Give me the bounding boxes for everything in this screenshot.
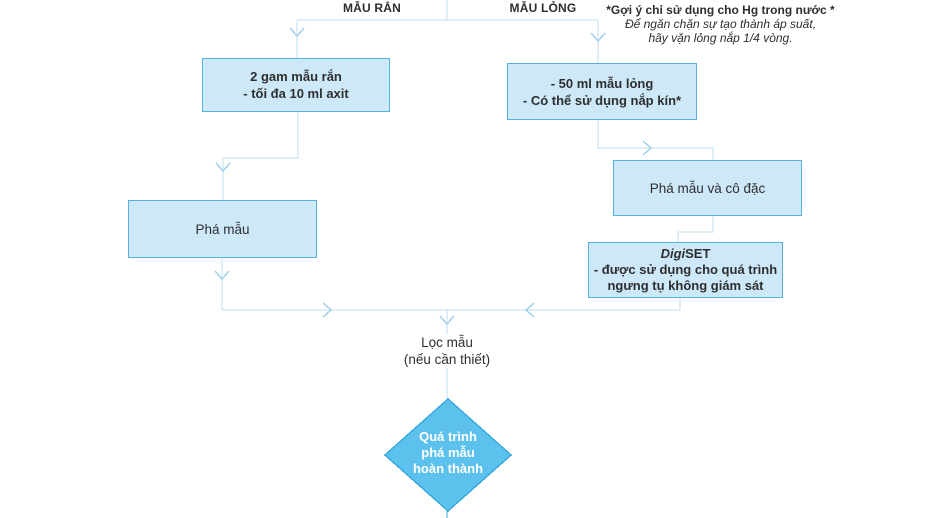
completion-diamond-label: Quá trình phá mẫu hoàn thành: [380, 429, 516, 477]
note-line-1: *Gợi ý chỉ sử dụng cho Hg trong nước *: [606, 3, 835, 17]
node-liquid-sample-line2: - Có thể sử dụng nắp kín*: [522, 92, 682, 108]
arrowhead-down-icon: [289, 27, 305, 38]
completion-line2: phá mẫu: [421, 445, 475, 460]
node-digiset-line2: - được sử dụng cho quá trình: [593, 262, 778, 277]
hg-usage-note: *Gợi ý chỉ sử dụng cho Hg trong nước * Đ…: [568, 3, 873, 45]
note-line-3: hãy vặn lỏng nắp 1/4 vòng.: [648, 31, 793, 45]
arrowhead-down-icon: [214, 270, 230, 281]
arrowhead-down-icon: [215, 162, 231, 173]
node-digiset-line3: ngưng tụ không giám sát: [607, 278, 764, 293]
arrowhead-left-icon: [524, 302, 535, 318]
completion-diamond-shape: [383, 397, 513, 513]
node-digest-label: Phá mẫu: [195, 221, 250, 237]
node-solid-sample: 2 gam mẫu rắn - tối đa 10 ml axit: [202, 58, 390, 112]
node-solid-sample-line2: - tối đa 10 ml axit: [243, 86, 349, 101]
digiset-title-bold: SET: [685, 246, 711, 261]
arrowhead-down-icon: [439, 315, 455, 326]
node-digest-concentrate: Phá mẫu và cô đặc: [613, 160, 802, 216]
node-digest-concentrate-label: Phá mẫu và cô đặc: [649, 180, 766, 196]
note-line-2: Để ngăn chặn sự tạo thành áp suất,: [624, 17, 817, 31]
branch-label-liquid: MẪU LỎNG: [509, 1, 577, 15]
node-liquid-sample-line1: - 50 ml mẫu lỏng: [550, 75, 654, 91]
arrowhead-right-icon: [322, 302, 333, 318]
filter-step-line2: (nếu cần thiết): [403, 352, 491, 367]
arrowhead-down-icon: [590, 32, 606, 43]
node-digiset: DigiSET - được sử dụng cho quá trình ngư…: [588, 242, 783, 298]
filter-step-label: Lọc mẫu (nếu cần thiết): [377, 334, 517, 368]
node-digest: Phá mẫu: [128, 200, 317, 258]
branch-label-solid: MẪU RẮN: [342, 1, 402, 15]
arrowhead-right-icon: [642, 140, 653, 156]
digiset-title-italic: Digi: [660, 246, 686, 261]
node-digiset-title: DigiSET: [661, 246, 711, 262]
filter-step-line1: Lọc mẫu: [421, 335, 473, 350]
completion-line1: Quá trình: [419, 429, 477, 444]
completion-line3: hoàn thành: [412, 461, 484, 476]
node-liquid-sample: - 50 ml mẫu lỏng - Có thể sử dụng nắp kí…: [507, 63, 697, 120]
node-solid-sample-line1: 2 gam mẫu rắn: [250, 69, 342, 84]
